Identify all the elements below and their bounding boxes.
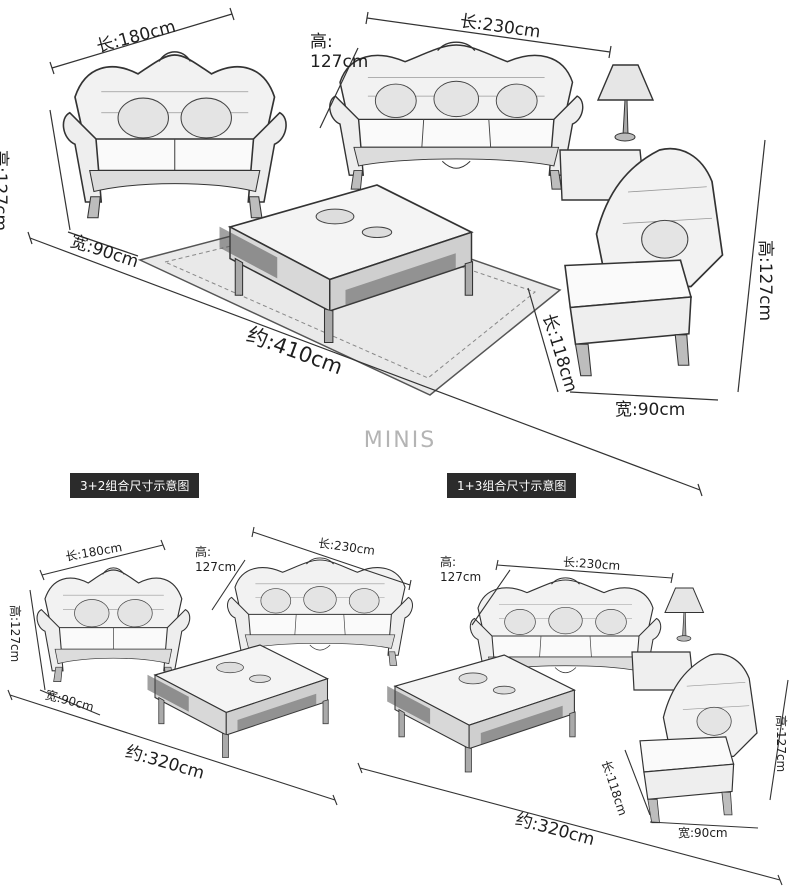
br-sofa-height: 高: 127cm: [440, 555, 482, 584]
brand-watermark: MINIS: [363, 428, 437, 453]
bl-sofa-height: 高: 127cm: [195, 545, 237, 574]
top-loveseat-height: 高:127cm: [0, 150, 10, 232]
br-chair-depth: 宽:90cm: [678, 826, 728, 840]
bl-loveseat-height: 高:127cm: [8, 605, 22, 663]
top-chair-depth: 宽:90cm: [615, 400, 686, 420]
top-chair-height: 高:127cm: [755, 240, 775, 322]
section-label-3-plus-2: 3+2组合尺寸示意图: [70, 473, 200, 498]
section-label-1-plus-3: 1+3组合尺寸示意图: [447, 473, 577, 498]
br-chair-height: 高:127cm: [774, 715, 788, 773]
top-sofa-height: 高: 127cm: [310, 32, 369, 72]
